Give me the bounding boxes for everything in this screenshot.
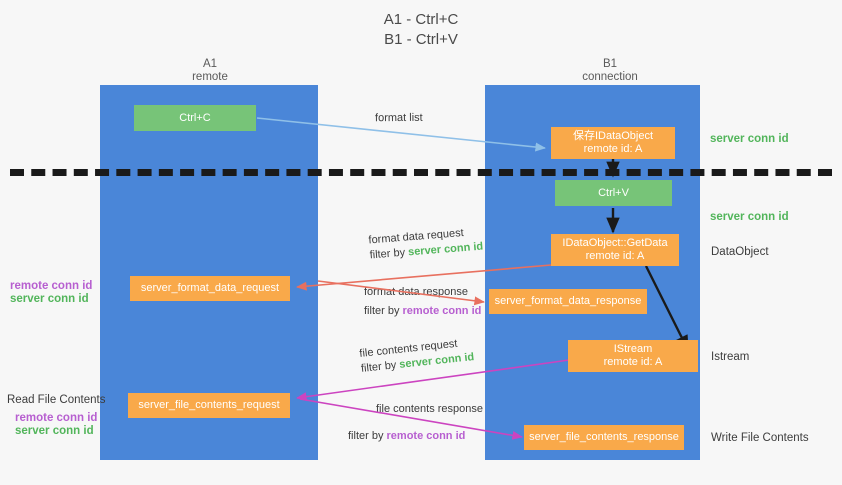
column-b1-name: B1 (602, 58, 618, 70)
left-label-remote-conn-id-1: remote conn id (10, 280, 93, 292)
node-server-file-contents-response-label: server_file_contents_response (529, 431, 679, 443)
column-a1-sublabel: remote (192, 71, 228, 83)
node-server-format-data-response-label: server_format_data_response (494, 295, 642, 307)
column-header-b1: B1 connection (520, 58, 700, 84)
column-header-a1: A1 remote (120, 58, 300, 84)
right-label-write-file-contents: Write File Contents (711, 432, 809, 444)
right-label-dataobject: DataObject (711, 246, 769, 258)
wire-file-contents-request (296, 359, 570, 402)
node-save-idataobject-sublabel: remote id: A (583, 143, 643, 155)
edge-format-data-response-line1: format data response (364, 286, 468, 298)
wire-file-contents-response (299, 398, 523, 440)
filter-target-remote-conn-id: remote conn id (386, 430, 466, 442)
left-label-remote-conn-id-2: remote conn id (15, 412, 98, 424)
right-label-server-conn-id-mid: server conn id (710, 211, 789, 223)
node-istream[interactable]: IStream remote id: A (568, 340, 698, 372)
node-server-format-data-response[interactable]: server_format_data_response (489, 289, 647, 314)
node-ctrl-c-label: Ctrl+C (179, 111, 211, 124)
node-istream-sublabel: remote id: A (603, 356, 663, 368)
column-a1-name: A1 (202, 58, 218, 70)
edge-format-data-response-filter: filter by remote conn id (364, 304, 481, 319)
right-label-server-conn-id-top: server conn id (710, 133, 789, 145)
node-ctrl-c[interactable]: Ctrl+C (134, 105, 256, 131)
left-label-read-file-contents: Read File Contents (7, 394, 106, 406)
title-line-2: B1 - Ctrl+V (384, 31, 458, 48)
filter-prefix: filter by (364, 305, 403, 317)
filter-target-remote-conn-id: remote conn id (402, 305, 482, 317)
node-idataobject-getdata-sublabel: remote id: A (585, 250, 645, 262)
column-b1-sublabel: connection (582, 71, 638, 83)
node-idataobject-getdata[interactable]: IDataObject::GetData remote id: A (551, 234, 679, 266)
title-line-1: A1 - Ctrl+C (383, 11, 459, 28)
diagram-title: A1 - Ctrl+C B1 - Ctrl+V (0, 10, 842, 50)
right-label-istream: Istream (711, 351, 750, 363)
node-ctrl-v[interactable]: Ctrl+V (555, 180, 672, 206)
node-server-file-contents-request[interactable]: server_file_contents_request (128, 393, 290, 418)
node-save-idataobject-label: 保存IDataObject (572, 130, 654, 142)
node-server-format-data-request[interactable]: server_format_data_request (130, 276, 290, 301)
node-ctrl-v-label: Ctrl+V (598, 186, 629, 199)
edge-label-file-contents-response: file contents response filter by remote … (348, 402, 483, 444)
edge-label-format-data-response: format data response filter by remote co… (364, 285, 481, 319)
node-server-file-contents-request-label: server_file_contents_request (138, 399, 280, 411)
node-server-format-data-request-label: server_format_data_request (140, 282, 280, 294)
node-server-file-contents-response[interactable]: server_file_contents_response (524, 425, 684, 450)
left-label-server-conn-id-1: server conn id (10, 293, 89, 305)
wire-format-list (256, 117, 546, 152)
node-idataobject-getdata-label: IDataObject::GetData (562, 237, 668, 249)
filter-prefix: filter by (348, 430, 387, 442)
edge-file-contents-response-line1: file contents response (376, 403, 484, 415)
node-save-idataobject[interactable]: 保存IDataObject remote id: A (551, 127, 675, 159)
node-istream-label: IStream (613, 343, 653, 355)
edge-file-contents-response-filter: filter by remote conn id (348, 429, 483, 444)
wire-format-data-response (317, 280, 485, 306)
left-label-server-conn-id-2: server conn id (15, 425, 94, 437)
separator-dashed-line (10, 169, 832, 176)
wire-getdata-to-istream (644, 265, 690, 352)
